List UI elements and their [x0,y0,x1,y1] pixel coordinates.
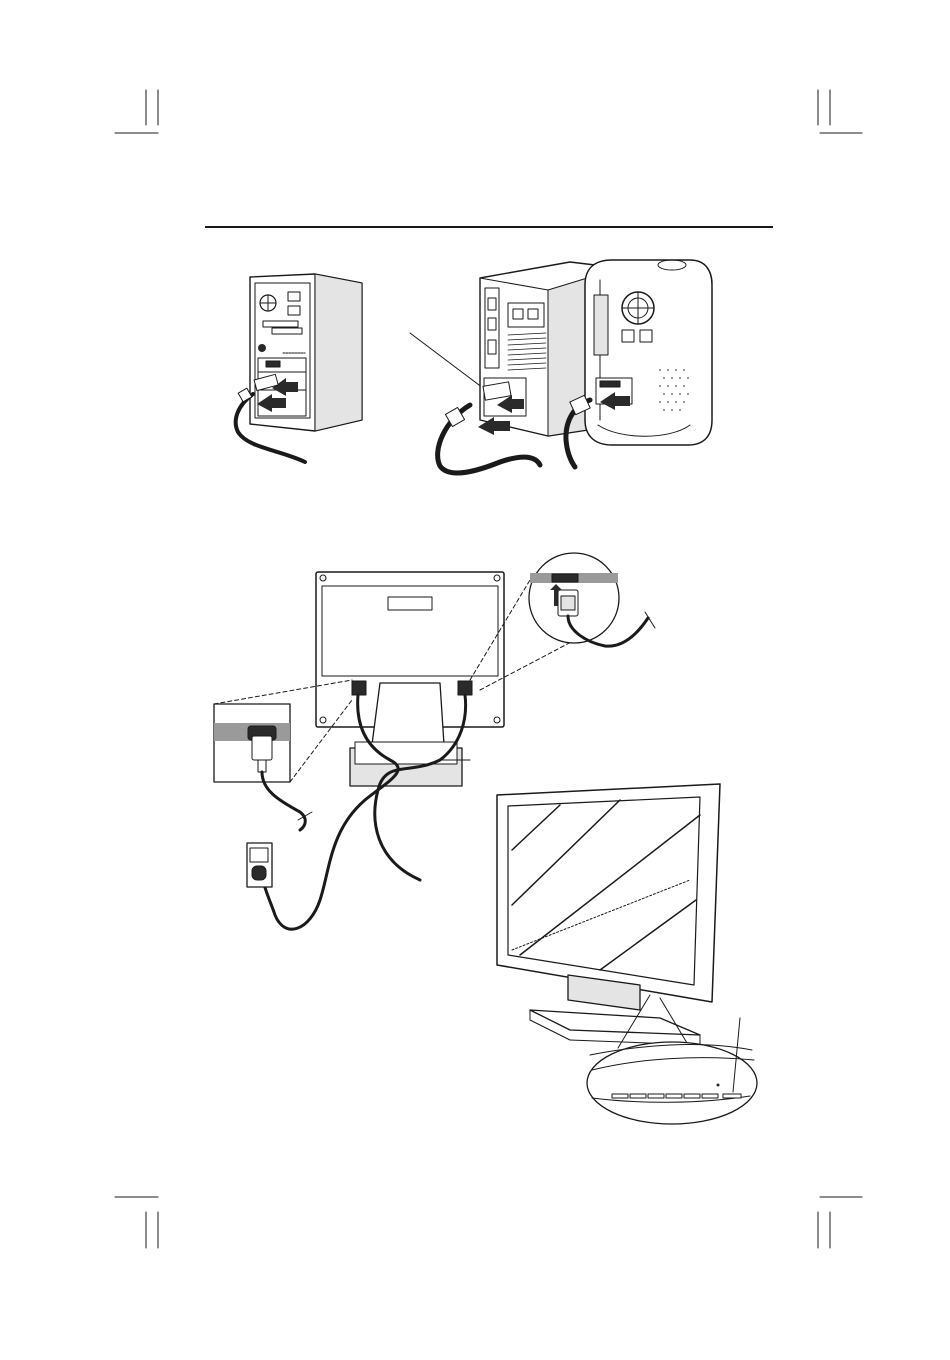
callout-leader [410,333,483,388]
figure-pc-tower-connection [236,274,362,462]
power-led-icon [717,1084,720,1087]
figure-monitor-front-power [497,784,757,1124]
figure-mac-connection [438,260,712,473]
power-button[interactable] [723,1094,741,1098]
